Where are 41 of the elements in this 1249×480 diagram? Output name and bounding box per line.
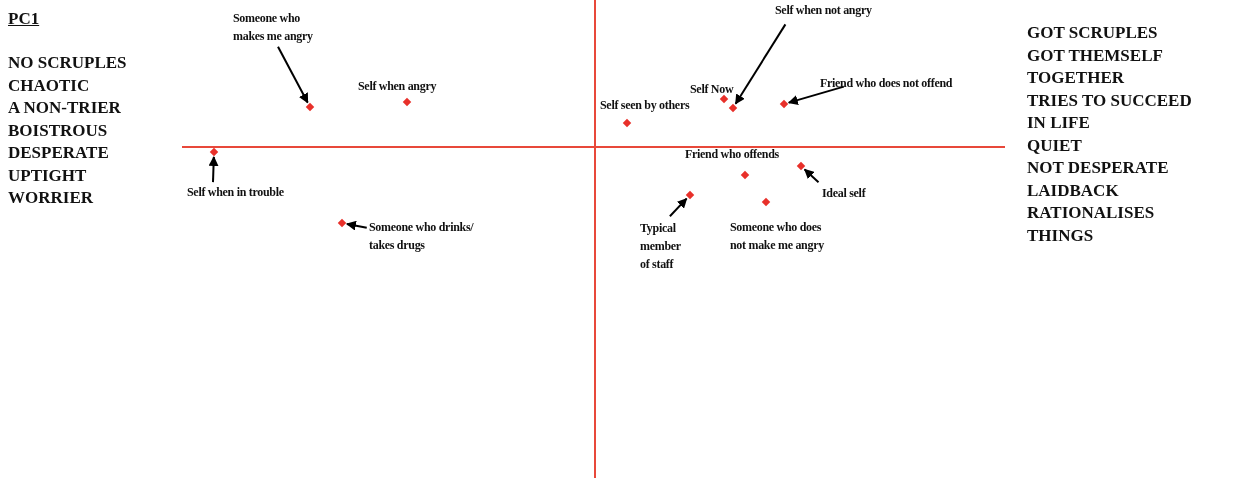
point-label: Friend who offends	[685, 146, 780, 163]
point-label: Typical member of staff	[640, 219, 686, 273]
leader-arrow	[345, 220, 368, 231]
construct-label: CHAOTIC	[8, 74, 90, 97]
leader-arrow	[734, 23, 787, 105]
construct-label: LAIDBACK	[1027, 179, 1119, 202]
data-point	[209, 147, 219, 157]
point-label: Friend who does not offend	[820, 74, 990, 92]
leader-arrow	[277, 45, 309, 104]
component-title: PC1	[8, 8, 40, 30]
construct-label: UPTIGHT	[8, 164, 87, 187]
construct-label: BOISTROUS	[8, 119, 108, 142]
construct-label: GOT SCRUPLES	[1027, 22, 1158, 44]
construct-label: NO SCRUPLES	[8, 52, 127, 74]
construct-label: WORRIER	[8, 187, 93, 209]
data-point	[337, 218, 347, 228]
construct-label: GOT THEMSELF TOGETHER	[1027, 44, 1164, 89]
construct-label: QUIET	[1027, 134, 1082, 157]
point-label: Ideal self	[822, 184, 892, 202]
point-label: Someone who does not make me angry	[730, 219, 825, 254]
point-label: Self Now	[690, 81, 735, 98]
data-point	[305, 102, 315, 112]
point-label: Someone who drinks/ takes drugs	[369, 218, 481, 254]
construct-label: DESPERATE	[8, 142, 109, 164]
construct-label: NOT DESPERATE	[1027, 157, 1169, 179]
leader-arrow	[208, 156, 219, 184]
point-label: Someone who makes me angry	[233, 9, 333, 45]
construct-label: A NON-TRIER	[8, 97, 121, 119]
data-point	[779, 99, 789, 109]
leader-arrow	[803, 168, 820, 184]
leader-arrow	[668, 197, 688, 218]
construct-label: RATIONALISES THINGS	[1027, 202, 1156, 247]
point-label: Self seen by others	[600, 97, 691, 114]
point-label: Self when not angry	[775, 1, 905, 19]
construct-label: TRIES TO SUCCEED IN LIFE	[1027, 89, 1193, 134]
leader-arrow	[787, 85, 845, 105]
data-point	[796, 161, 806, 171]
data-point	[728, 103, 738, 113]
point-label: Self when in trouble	[187, 183, 317, 201]
point-label: Self when angry	[358, 78, 438, 95]
data-point	[685, 190, 695, 200]
